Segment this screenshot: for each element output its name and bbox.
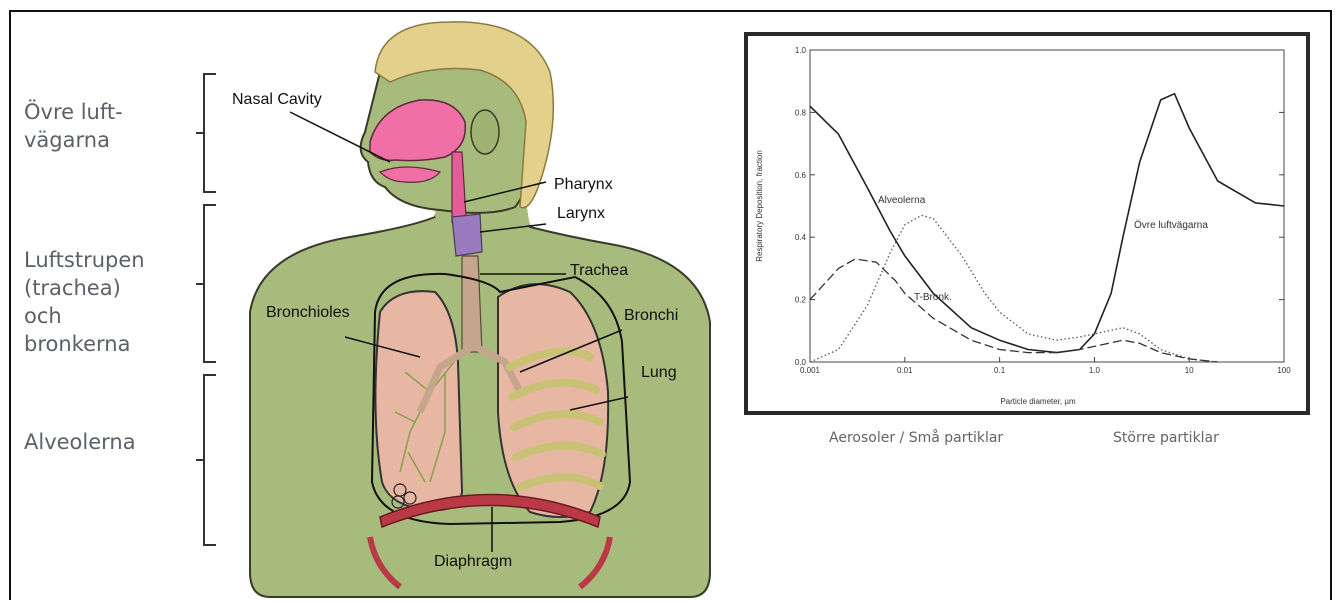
label-pharynx: Pharynx — [554, 176, 613, 194]
y-tick-label: 0.4 — [795, 233, 807, 242]
bracket-upper — [196, 74, 216, 192]
series-label-t-bronk: T-Bronk. — [914, 292, 952, 303]
x-tick-label: 10 — [1185, 366, 1194, 375]
chart-border — [746, 34, 1308, 413]
label-diaphragm: Diaphragm — [434, 553, 512, 571]
y-tick-label: 1.0 — [795, 46, 807, 55]
region-brackets — [0, 0, 230, 604]
x-axis-label: Particle diameter, µm — [1000, 397, 1076, 406]
series-label-alveoli: Alveolerna — [878, 195, 926, 206]
caption-large-particles: Större partiklar — [1113, 430, 1219, 446]
label-larynx: Larynx — [557, 205, 605, 223]
label-bronchi: Bronchi — [624, 307, 678, 325]
deposition-chart: 0.001 0.01 0.1 1.0 10 100 0.0 0.2 0.4 0.6 0.8 1.0 P… — [744, 32, 1310, 415]
label-bronchioles: Bronchioles — [266, 304, 350, 322]
y-tick-label: 0.2 — [795, 296, 807, 305]
y-tick-label: 0.0 — [795, 358, 807, 367]
label-lung: Lung — [641, 364, 677, 382]
label-nasal-cavity: Nasal Cavity — [232, 91, 322, 109]
y-tick-label: 0.6 — [795, 171, 807, 180]
caption-small-particles: Aerosoler / Små partiklar — [829, 430, 1003, 446]
y-axis-label: Respiratory Deposition, fraction — [755, 150, 764, 262]
x-tick-label: 0.001 — [800, 366, 821, 375]
bracket-middle — [196, 205, 216, 362]
x-tick-label: 0.01 — [897, 366, 913, 375]
bracket-lower — [196, 375, 216, 545]
x-tick-label: 100 — [1277, 366, 1291, 375]
label-trachea: Trachea — [570, 262, 628, 280]
series-label-upper-airways: Övre luftvägarna — [1134, 219, 1208, 231]
x-tick-label: 0.1 — [994, 366, 1006, 375]
y-tick-label: 0.8 — [795, 108, 807, 117]
left-lung — [375, 291, 462, 510]
trachea-tube — [462, 256, 482, 352]
larynx-shape — [452, 214, 482, 256]
x-tick-label: 1.0 — [1089, 366, 1101, 375]
